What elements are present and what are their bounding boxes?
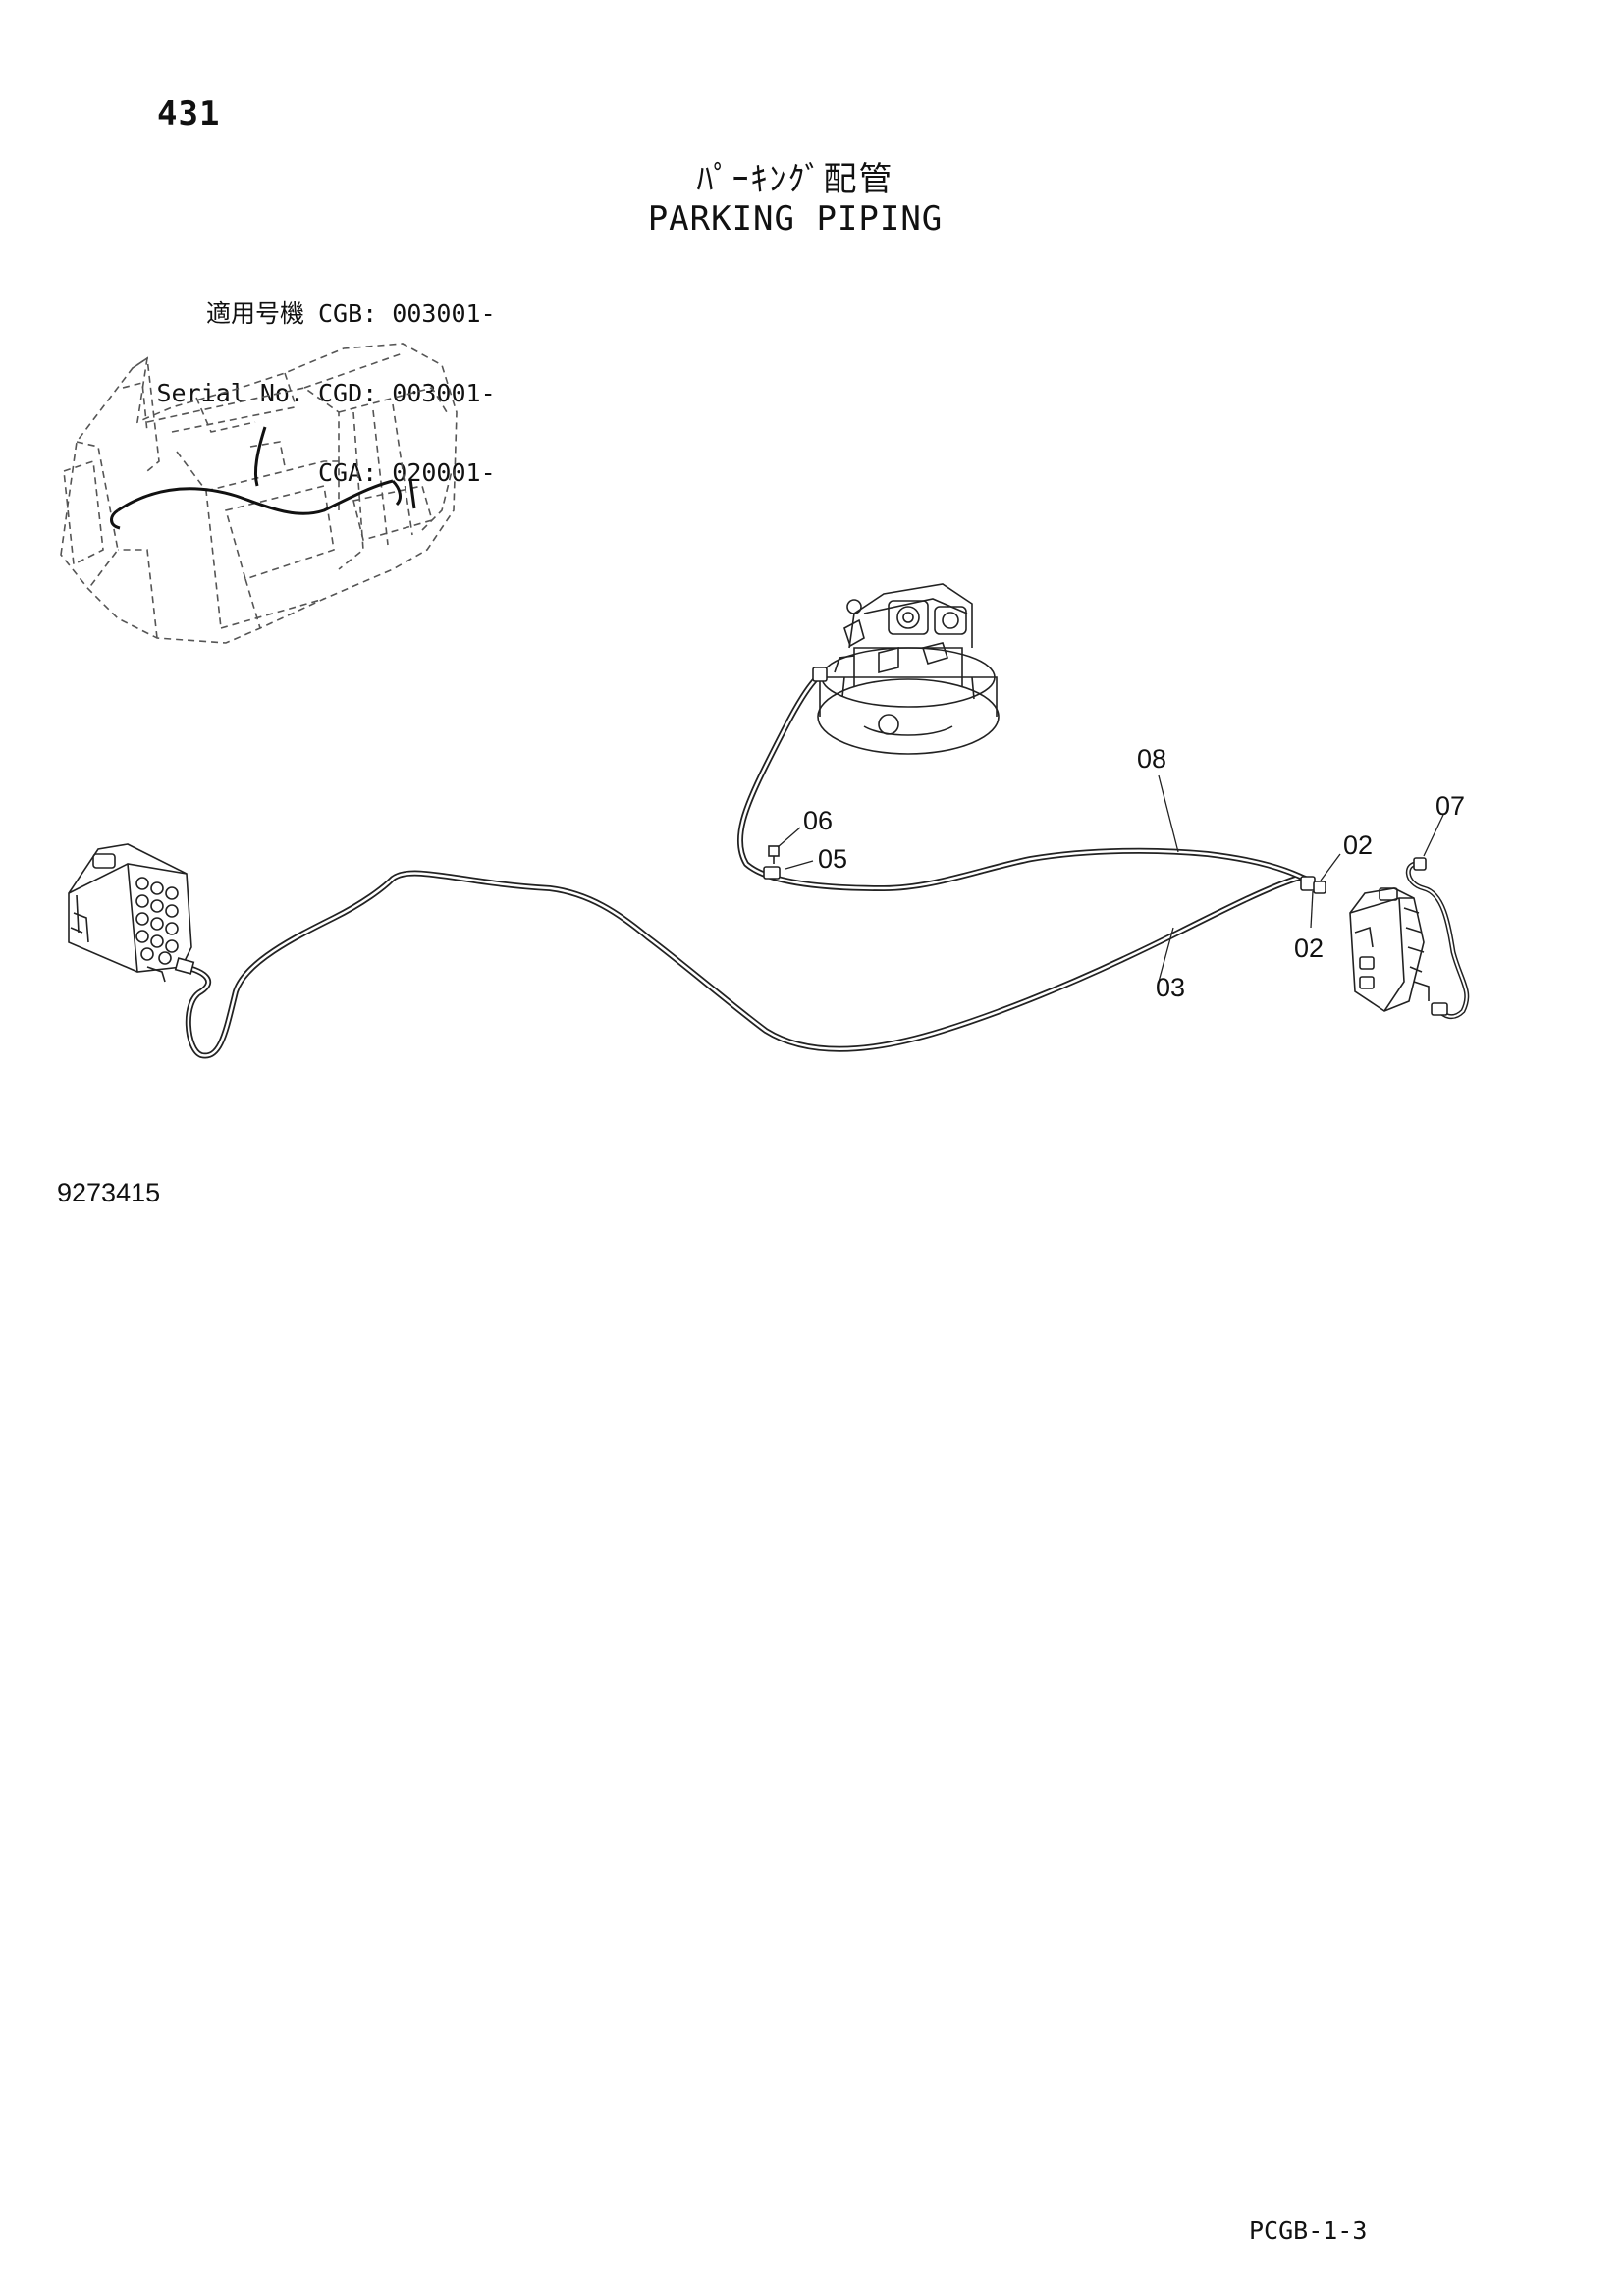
serial-from: 003001-	[392, 299, 496, 328]
callout-06: 06	[803, 806, 833, 835]
serial-label-jp: 適用号機	[205, 299, 304, 328]
hose-03	[184, 870, 1312, 1059]
swing-motor	[817, 583, 1000, 755]
serial-model: CGD:	[318, 379, 378, 407]
serial-row-cgb: 適用号機 CGB: 003001-	[147, 300, 496, 327]
callout-03: 03	[1156, 973, 1185, 1002]
callout-02-upper: 02	[1343, 830, 1373, 860]
page-number: 431	[157, 94, 221, 133]
callout-02-lower: 02	[1294, 934, 1324, 963]
callout-05: 05	[818, 844, 847, 874]
title-english: PARKING PIPING	[647, 199, 944, 239]
serial-label-en: Serial No.	[156, 379, 304, 407]
overview-hose-route	[110, 426, 416, 530]
control-valve	[68, 843, 192, 983]
hose-08-inner	[738, 674, 1312, 890]
sheet-code: PCGB-1-3	[1249, 2216, 1368, 2245]
serial-model: CGB:	[318, 299, 378, 328]
callout-07: 07	[1435, 791, 1465, 821]
hose-03-inner	[184, 872, 1310, 1057]
serial-row-cgd: Serial No. CGD: 003001-	[147, 379, 495, 407]
drawing-number: 9273415	[57, 1178, 161, 1207]
serial-number-block: 適用号機 CGB: 003001- Serial No. CGD: 003001…	[147, 247, 496, 512]
serial-model: CGA:	[318, 458, 378, 487]
machine-overview-illustration	[60, 343, 458, 644]
title-japanese: ﾊﾟｰｷﾝｸﾞ配管	[696, 160, 894, 199]
solenoid-valve-block	[1349, 887, 1430, 1012]
hose-fittings	[174, 667, 1448, 1016]
callout-08: 08	[1137, 744, 1166, 774]
valve-port-grid	[135, 877, 179, 965]
hose-07-inner	[1407, 862, 1468, 1018]
bolt-06	[768, 845, 780, 864]
callout-labels: 08 06 05 03 02 02 07	[803, 744, 1465, 1002]
callout-leaders	[777, 774, 1444, 983]
serial-row-cga: CGA: 020001-	[147, 459, 496, 486]
